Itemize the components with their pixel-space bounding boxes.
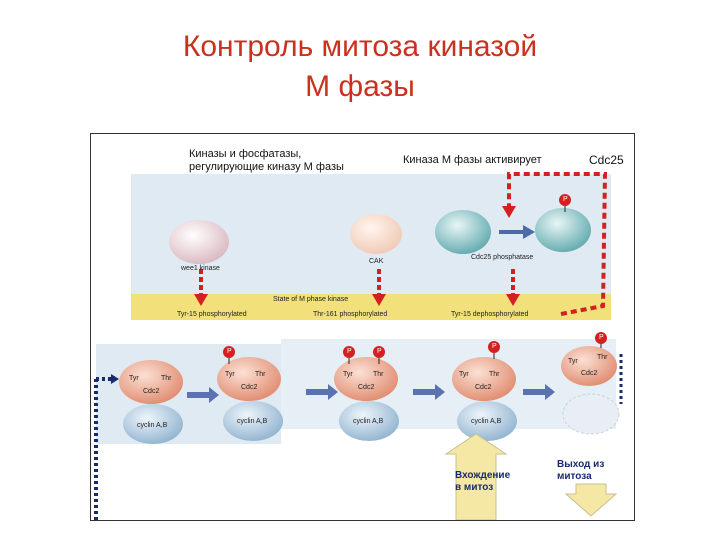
- thr-label-1: Thr: [161, 375, 172, 382]
- phosphate-3b: [373, 346, 385, 358]
- cyclin-label-2: cyclin A,B: [237, 418, 268, 425]
- cdc2-shape-2: [217, 357, 281, 401]
- cdc2-label-4: Cdc2: [475, 384, 492, 391]
- cycle-arrow-2: [306, 384, 338, 400]
- tyr-label-4: Tyr: [459, 371, 469, 378]
- mitosis-exit-arrow: [564, 483, 618, 517]
- slide-title-line-1: Контроль митоза киназой: [182, 30, 538, 63]
- cyclin-label-4: cyclin A,B: [471, 418, 502, 425]
- mitosis-entry-label-1: Вхождение: [455, 470, 511, 481]
- phosphate-label-2: P: [227, 348, 232, 355]
- thr-label-5: Thr: [597, 354, 608, 361]
- thr-label-2: Thr: [255, 371, 266, 378]
- mitosis-exit-label-1: Выход из: [557, 459, 605, 470]
- cdc2-shape-5: [561, 346, 617, 386]
- cyclin-shape-3: [339, 401, 399, 441]
- cdc2-label-3: Cdc2: [358, 384, 375, 391]
- phosphate-5: [595, 332, 607, 344]
- feedback-arrow: [507, 172, 608, 316]
- thr-label-3: Thr: [373, 371, 384, 378]
- entry-arrow-head: [111, 374, 119, 384]
- phosphate-3a: [343, 346, 355, 358]
- cdc2-label-2: Cdc2: [241, 384, 258, 391]
- cdc25-phosphate-label: P: [563, 196, 568, 203]
- cdc2-label-5: Cdc2: [581, 370, 598, 377]
- state-tyr15-phosphorylated: Tyr-15 phosphorylated: [177, 311, 247, 318]
- cyclin-shape-2: [223, 401, 283, 441]
- cyclin-shape-4: [457, 401, 517, 441]
- phosphate-4: [488, 341, 500, 353]
- tyr-label-2: Tyr: [225, 371, 235, 378]
- slide-title-line-2: М фазы: [305, 70, 415, 103]
- header-right-target: Cdc25: [589, 153, 624, 167]
- wee1-arrow-head: [194, 294, 208, 306]
- cycle-arrow-1: [187, 387, 219, 403]
- feedback-arrow-head: [502, 206, 516, 218]
- diagram-graphics: [94, 172, 623, 520]
- cdc25-phosphate: [559, 194, 571, 206]
- cyclin-shape-1: [123, 404, 183, 444]
- mitosis-exit-label-2: митоза: [557, 471, 592, 482]
- header-left-line-2: регулирующие киназу М фазы: [189, 161, 344, 173]
- thr-label-4: Thr: [489, 371, 500, 378]
- tyr-label-3: Tyr: [343, 371, 353, 378]
- diagram-frame: Киназы и фосфатазы, регулирующие киназу …: [90, 133, 635, 521]
- phosphate-2: [223, 346, 235, 358]
- mitosis-entry-label-2: в митоз: [455, 482, 494, 493]
- cdc2-shape-1: [119, 360, 183, 404]
- cak-arrow-head: [372, 294, 386, 306]
- cdc25-phosphatase-label: Cdc25 phosphatase: [471, 254, 534, 261]
- cycle-arrow-3: [413, 384, 445, 400]
- cyclin-label-1: cyclin A,B: [137, 422, 168, 429]
- cdc25-arrow-head: [506, 294, 520, 306]
- state-thr161-phosphorylated: Thr-161 phosphorylated: [313, 311, 388, 318]
- wee1-label: wee1 kinase: [181, 265, 220, 272]
- cdc2-shape-4: [452, 357, 516, 401]
- phosphate-label-5: P: [599, 334, 604, 341]
- cdc2-shape-3: [334, 357, 398, 401]
- header-left-line-1: Киназы и фосфатазы,: [189, 148, 302, 160]
- cyclin-degraded-shape: [562, 393, 620, 435]
- state-tyr15-dephosphorylated: Tyr-15 dephosphorylated: [451, 311, 529, 318]
- cyclin-label-3: cyclin A,B: [353, 418, 384, 425]
- cdc25-activation-arrow: [499, 225, 535, 239]
- mitosis-entry-arrow: [444, 433, 508, 520]
- header-right: Киназа М фазы активирует: [403, 154, 542, 166]
- phosphate-label-3b: P: [377, 348, 382, 355]
- wee1-kinase-shape: [169, 220, 229, 264]
- cycle-arrow-4: [523, 384, 555, 400]
- cdc25-inactive-shape: [435, 210, 491, 254]
- cdc2-label-1: Cdc2: [143, 388, 160, 395]
- tyr-label-1: Tyr: [129, 375, 139, 382]
- cak-label: CAK: [369, 258, 384, 265]
- state-bar: [131, 294, 611, 320]
- phosphate-label-3a: P: [347, 348, 352, 355]
- state-bar-title: State of M phase kinase: [273, 296, 349, 303]
- phosphate-label-4: P: [492, 343, 497, 350]
- cdc25-active-shape: [535, 208, 591, 252]
- cak-shape: [350, 214, 402, 254]
- tyr-label-5: Tyr: [568, 358, 578, 365]
